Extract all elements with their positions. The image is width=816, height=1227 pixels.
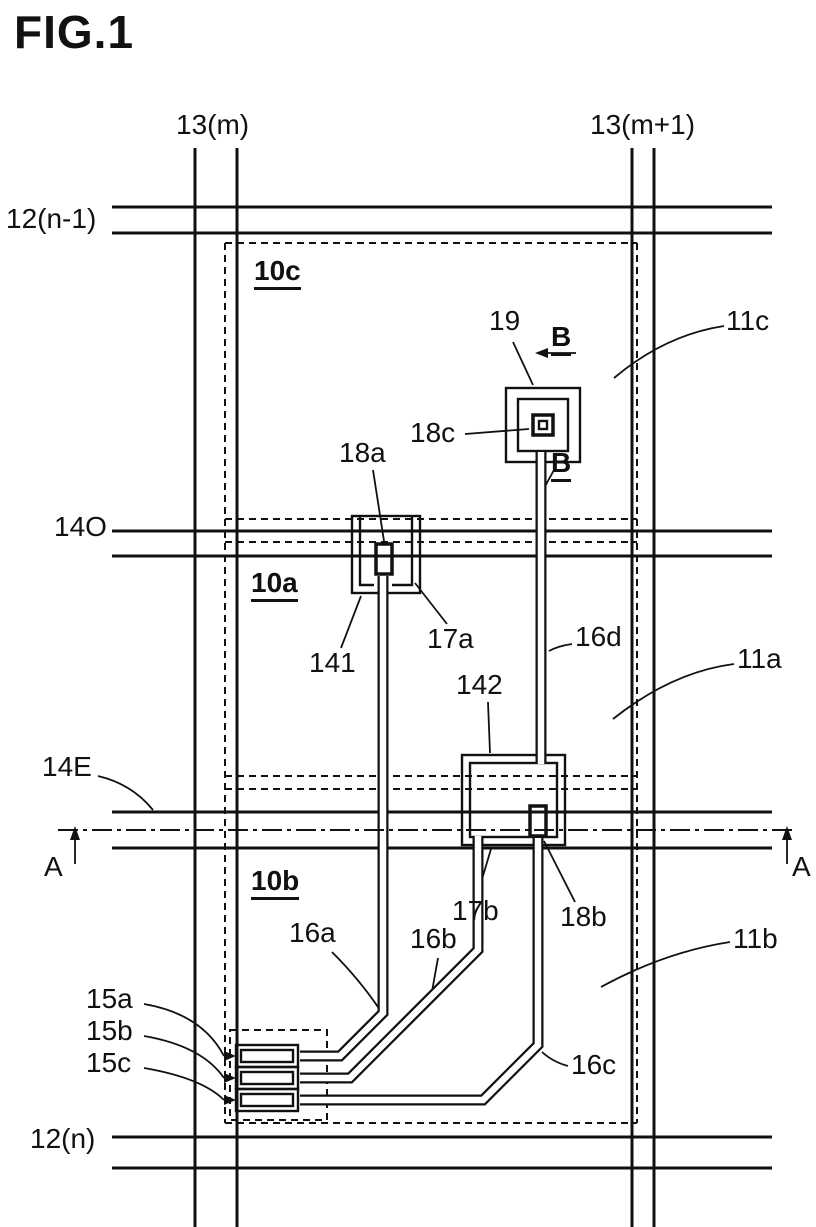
label-16b: 16b	[410, 923, 457, 954]
label-19: 19	[489, 305, 521, 336]
label-18b: 18b	[560, 901, 607, 932]
terminal-15a-shape	[234, 1043, 300, 1069]
label-11b: 11b	[733, 923, 778, 954]
label-16d: 16d	[575, 621, 622, 652]
label-12n-minus-1: 12(n-1)	[6, 203, 97, 234]
label-section-a-right: A	[792, 851, 811, 882]
leader-141	[340, 595, 362, 649]
label-15c: 15c	[86, 1047, 132, 1078]
cs-line-14o	[112, 529, 772, 558]
section-arrow-b-top	[535, 348, 576, 358]
leader-11a	[612, 663, 735, 720]
leader-18c	[464, 428, 530, 435]
terminal-15c-shape	[234, 1087, 300, 1113]
label-141: 141	[309, 647, 356, 678]
arrow-15c	[224, 1095, 236, 1105]
label-section-b-top: B	[551, 321, 572, 356]
section-arrow-a-left	[70, 826, 80, 864]
leader-11c	[613, 325, 725, 379]
label-section-a-left: A	[44, 851, 63, 882]
label-18c: 18c	[410, 417, 456, 448]
terminal-block-dashed	[229, 1029, 328, 1121]
leader-16a	[331, 951, 381, 1011]
label-13m: 13(m)	[176, 109, 250, 140]
label-18a: 18a	[339, 437, 386, 468]
leader-19	[512, 341, 534, 386]
label-10c: 10c	[254, 255, 301, 290]
label-14e: 14E	[42, 751, 92, 782]
leader-18b	[543, 840, 576, 903]
label-16a: 16a	[289, 917, 336, 948]
leader-15a	[143, 1003, 225, 1057]
label-15a: 15a	[86, 983, 133, 1014]
wire-16a	[300, 576, 389, 1062]
label-15b: 15b	[86, 1015, 133, 1046]
label-12n: 12(n)	[30, 1123, 96, 1154]
label-14o: 14O	[54, 511, 107, 542]
wire-16c	[300, 838, 544, 1106]
leader-15c	[143, 1067, 225, 1101]
leader-18a	[372, 469, 385, 542]
leader-15b	[143, 1035, 225, 1079]
figure-title: FIG.1	[14, 6, 135, 58]
label-16c: 16c	[571, 1049, 617, 1080]
leader-142	[487, 701, 491, 754]
data-line-13m-plus-1	[630, 148, 656, 1227]
label-10b: 10b	[251, 865, 300, 900]
leader-16d	[548, 643, 573, 652]
leader-16c	[541, 1051, 569, 1067]
section-arrow-a-right	[782, 826, 792, 864]
arrow-15b	[224, 1073, 236, 1083]
label-11a: 11a	[737, 643, 782, 674]
label-13m-plus-1: 13(m+1)	[590, 109, 696, 140]
label-10a: 10a	[251, 567, 298, 602]
label-17a: 17a	[427, 623, 474, 654]
leader-11b	[600, 941, 731, 988]
label-142: 142	[456, 669, 503, 700]
label-17b: 17b	[452, 895, 499, 926]
arrow-15a	[224, 1051, 236, 1061]
leader-14e	[97, 775, 154, 811]
wire-16b	[300, 836, 484, 1084]
label-section-b-bottom: B	[551, 447, 572, 482]
contact-pad-18b	[528, 804, 548, 838]
pixel-boundary-dashed	[224, 242, 638, 1124]
gate-line-12n	[112, 1135, 772, 1170]
electrode-structure-17b	[460, 753, 567, 847]
contact-pad-18a	[374, 542, 394, 576]
cs-line-14e	[112, 810, 772, 850]
gate-line-12n-1	[112, 205, 772, 235]
terminal-15b-shape	[234, 1065, 300, 1091]
label-11c: 11c	[726, 305, 770, 336]
